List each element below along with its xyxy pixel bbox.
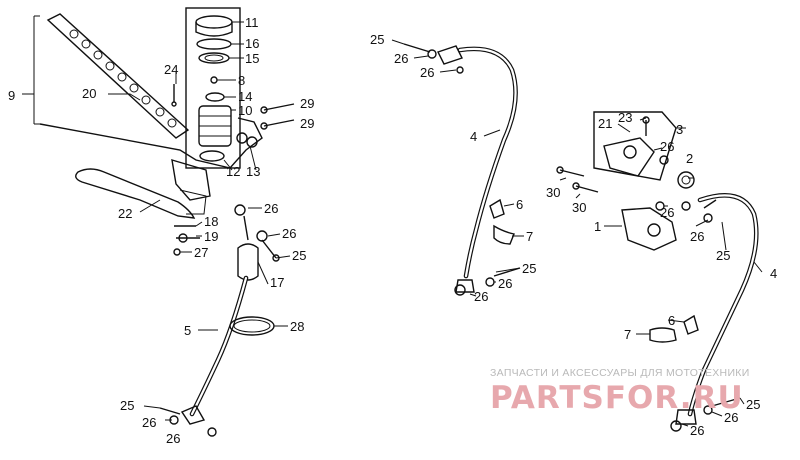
callout-15: 15: [245, 51, 259, 66]
callout-28: 28: [290, 319, 304, 334]
callout-4-left-hose: 4: [470, 129, 477, 144]
callout-27: 27: [194, 245, 208, 260]
callout-18: 18: [204, 214, 218, 229]
callout-26-mid-a: 26: [498, 276, 512, 291]
callout-5: 5: [184, 323, 191, 338]
callout-23: 23: [618, 110, 632, 125]
callout-16: 16: [245, 36, 259, 51]
callout-26-lower-right-a: 26: [724, 410, 738, 425]
callout-30-upper: 30: [546, 185, 560, 200]
callout-26-lower-right-b: 26: [690, 423, 704, 438]
callout-26-upper-right-a: 26: [394, 51, 408, 66]
callout-25-upper-right: 25: [370, 32, 384, 47]
callout-22: 22: [118, 206, 132, 221]
callout-26-lower-left-b: 26: [166, 431, 180, 446]
watermark-logo: PARTSFOR.RU: [490, 380, 744, 416]
callout-26-mid-b: 26: [474, 289, 488, 304]
callout-7-right-hose: 7: [624, 327, 631, 342]
callout-26-banjo: 26: [282, 226, 296, 241]
callout-7-left-hose: 7: [526, 229, 533, 244]
left-leader-lines: [108, 21, 291, 421]
callout-11: 11: [245, 15, 259, 30]
callout-6-left-hose: 6: [516, 197, 523, 212]
watermark-caption: ЗАПЧАСТИ И АКСЕССУАРЫ ДЛЯ МОТОТЕХНИКИ: [490, 367, 750, 379]
callout-numbers: 9 11 16 15 24 8 20 14 10 29 29 12 13 26 …: [8, 15, 777, 446]
callout-26-slave-b: 26: [690, 229, 704, 244]
callout-25-slave: 25: [716, 248, 730, 263]
callout-29-lower: 29: [300, 116, 314, 131]
callout-19: 19: [204, 229, 218, 244]
callout-26-lower-left-a: 26: [142, 415, 156, 430]
callout-26-lever: 26: [264, 201, 278, 216]
watermark: ЗАПЧАСТИ И АКСЕССУАРЫ ДЛЯ МОТОТЕХНИКИ PA…: [490, 367, 750, 416]
callout-30-lower: 30: [572, 200, 586, 215]
right-hose-group: [403, 43, 759, 432]
callout-6-right-hose: 6: [668, 313, 675, 328]
callout-4-right-hose: 4: [770, 266, 777, 281]
right-leader-lines: [391, 39, 763, 427]
callout-25-banjo: 25: [292, 248, 306, 263]
callout-29-upper: 29: [300, 96, 314, 111]
callout-9: 9: [8, 88, 15, 103]
master-cylinder-group: [22, 7, 295, 437]
callout-25-mid: 25: [522, 261, 536, 276]
callout-25-lower-right: 25: [746, 397, 760, 412]
callout-13: 13: [246, 164, 260, 179]
callout-2: 2: [686, 151, 693, 166]
callout-24: 24: [164, 62, 178, 77]
callout-25-lower-left: 25: [120, 398, 134, 413]
callout-14: 14: [238, 89, 252, 104]
callout-1: 1: [594, 219, 601, 234]
callout-20: 20: [82, 86, 96, 101]
callout-26-upper-right-b: 26: [420, 65, 434, 80]
callout-3: 3: [676, 122, 683, 137]
callout-12: 12: [226, 164, 240, 179]
callout-10: 10: [238, 103, 252, 118]
callout-26-slave-top: 26: [660, 139, 674, 154]
callout-17: 17: [270, 275, 284, 290]
callout-26-slave-a: 26: [660, 205, 674, 220]
callout-8: 8: [238, 73, 245, 88]
callout-21: 21: [598, 116, 612, 131]
